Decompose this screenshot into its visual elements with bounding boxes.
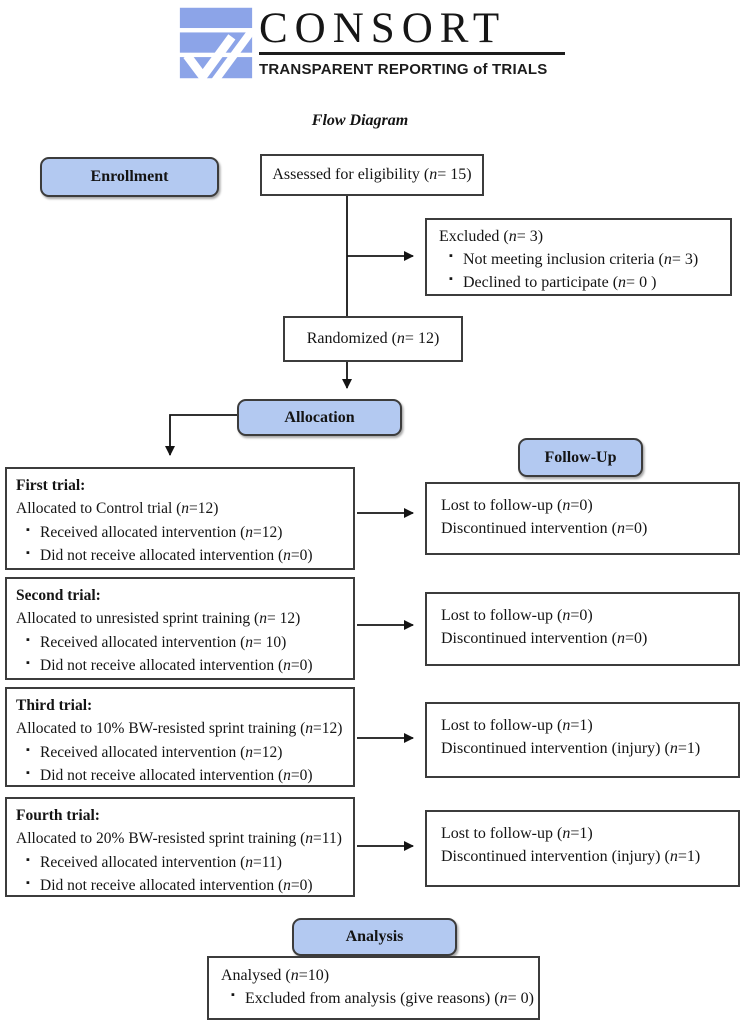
excluded-title: Excluded (n= 3) [439, 228, 544, 245]
excluded-bullet-row: ▪ Not meeting inclusion criteria (n= 3) [439, 248, 722, 271]
trial-title: Fourth trial: [16, 807, 100, 824]
stage-label-allocation: Allocation [237, 399, 402, 436]
trial-bullet-row: ▪ Received allocated intervention (n=11) [16, 851, 350, 874]
square-bullet-icon: ▪ [26, 523, 30, 536]
trial-bullet-row: ▪ Received allocated intervention (n=12) [16, 521, 350, 544]
stage-label-enrollment: Enrollment [40, 157, 219, 197]
square-bullet-icon: ▪ [26, 546, 30, 559]
followup-line: Lost to follow-up (n=0) [441, 607, 593, 624]
followup-line: Lost to follow-up (n=1) [441, 717, 593, 734]
stage-label-analysis: Analysis [292, 918, 457, 956]
trial-box-third: Third trial: Allocated to 10% BW-resiste… [5, 687, 355, 787]
consort-checkmark-logo-icon [179, 7, 257, 80]
trial-bullet-row: ▪ Did not receive allocated intervention… [16, 654, 350, 677]
analysed-bullet-text: Excluded from analysis (give reasons) (n… [245, 990, 534, 1008]
consort-logo-title: CONSORT [259, 5, 507, 52]
trial-bullet-row: ▪ Did not receive allocated intervention… [16, 764, 350, 787]
followup-box-first: Lost to follow-up (n=0) Discontinued int… [425, 482, 740, 555]
followup-box-fourth: Lost to follow-up (n=1) Discontinued int… [425, 810, 740, 887]
trial-bullet-text: Received allocated intervention (n=12) [40, 743, 283, 761]
trial-allocated-text: Allocated to 10% BW-resisted sprint trai… [16, 720, 343, 738]
trial-box-first: First trial: Allocated to Control trial … [5, 467, 355, 570]
randomized-text: Randomized (n= 12) [306, 330, 440, 347]
randomized-box: Randomized (n= 12) [283, 316, 463, 362]
followup-line: Lost to follow-up (n=1) [441, 825, 593, 842]
square-bullet-icon: ▪ [26, 876, 30, 889]
followup-box-second: Lost to follow-up (n=0) Discontinued int… [425, 592, 740, 666]
trial-bullet-text: Received allocated intervention (n= 10) [40, 633, 287, 651]
square-bullet-icon: ▪ [26, 633, 30, 646]
page-title: Flow Diagram [311, 112, 409, 129]
trial-title: First trial: [16, 477, 86, 494]
excluded-bullet-text: Not meeting inclusion criteria (n= 3) [463, 251, 699, 269]
square-bullet-icon: ▪ [449, 250, 453, 263]
trial-title: Third trial: [16, 697, 93, 714]
trial-allocated-text: Allocated to unresisted sprint training … [16, 610, 301, 628]
excluded-bullet-text: Declined to participate (n= 0 ) [463, 274, 657, 292]
trial-bullet-text: Did not receive allocated intervention (… [40, 656, 313, 674]
assessed-eligibility-box: Assessed for eligibility (n= 15) [260, 154, 484, 196]
assessed-eligibility-text: Assessed for eligibility (n= 15) [272, 166, 472, 183]
trial-bullet-text: Received allocated intervention (n=12) [40, 523, 283, 541]
logo-divider [259, 52, 565, 56]
trial-bullet-text: Did not receive allocated intervention (… [40, 876, 313, 894]
trial-box-fourth: Fourth trial: Allocated to 20% BW-resist… [5, 797, 355, 897]
trial-bullet-text: Did not receive allocated intervention (… [40, 766, 313, 784]
trial-title: Second trial: [16, 587, 101, 604]
followup-box-third: Lost to follow-up (n=1) Discontinued int… [425, 702, 740, 778]
analysed-box: Analysed (n=10) ▪ Excluded from analysis… [207, 956, 540, 1020]
square-bullet-icon: ▪ [449, 273, 453, 286]
trial-bullet-row: ▪ Received allocated intervention (n=12) [16, 741, 350, 764]
followup-line: Discontinued intervention (injury) (n=1) [441, 740, 701, 758]
followup-line: Discontinued intervention (n=0) [441, 630, 648, 648]
followup-line: Discontinued intervention (n=0) [441, 520, 648, 538]
square-bullet-icon: ▪ [26, 766, 30, 779]
trial-bullet-row: ▪ Did not receive allocated intervention… [16, 874, 350, 897]
analysed-bullet-row: ▪ Excluded from analysis (give reasons) … [221, 987, 534, 1010]
trial-bullet-row: ▪ Received allocated intervention (n= 10… [16, 631, 350, 654]
square-bullet-icon: ▪ [231, 989, 235, 1002]
trial-allocated-text: Allocated to 20% BW-resisted sprint trai… [16, 830, 342, 848]
square-bullet-icon: ▪ [26, 656, 30, 669]
trial-bullet-text: Received allocated intervention (n=11) [40, 853, 282, 871]
square-bullet-icon: ▪ [26, 743, 30, 756]
trial-box-second: Second trial: Allocated to unresisted sp… [5, 577, 355, 680]
followup-line: Lost to follow-up (n=0) [441, 497, 593, 514]
trial-allocated-text: Allocated to Control trial (n=12) [16, 500, 219, 518]
analysed-title: Analysed (n=10) [221, 967, 330, 984]
followup-line: Discontinued intervention (injury) (n=1) [441, 848, 701, 866]
square-bullet-icon: ▪ [26, 853, 30, 866]
consort-logo-subtitle: TRANSPARENT REPORTING of TRIALS [259, 61, 548, 79]
consort-logo-text: CONSORT TRANSPARENT REPORTING of TRIALS [259, 6, 569, 78]
trial-bullet-row: ▪ Did not receive allocated intervention… [16, 544, 350, 567]
trial-bullet-text: Did not receive allocated intervention (… [40, 546, 313, 564]
stage-label-followup: Follow-Up [518, 438, 643, 477]
excluded-box: Excluded (n= 3) ▪ Not meeting inclusion … [425, 218, 732, 296]
excluded-bullet-row: ▪ Declined to participate (n= 0 ) [439, 271, 722, 294]
